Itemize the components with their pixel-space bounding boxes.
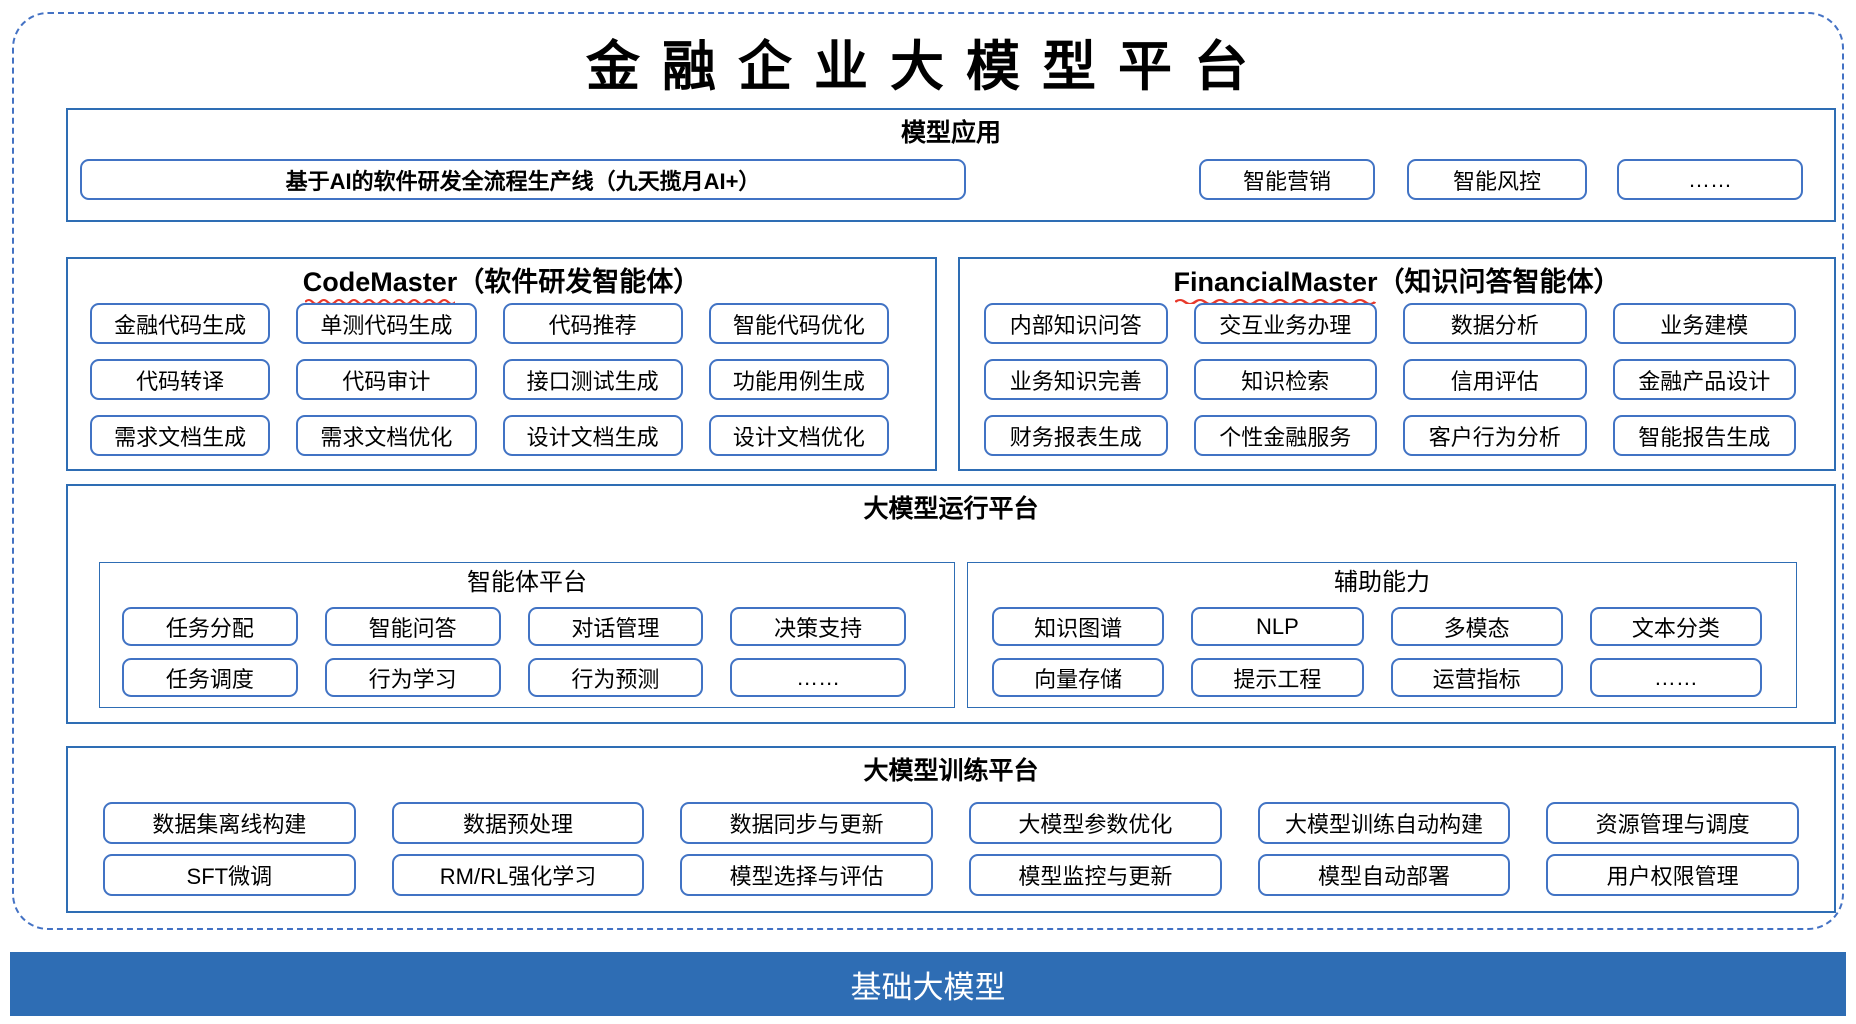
codemaster-capability-grid: 金融代码生成 单测代码生成 代码推荐 智能代码优化 代码转译 代码审计 接口测试… <box>90 303 889 456</box>
chip-ai-software-pipeline: 基于AI的软件研发全流程生产线（九天揽月AI+） <box>80 159 966 200</box>
chip-capability: 需求文档优化 <box>296 415 477 456</box>
chip-capability: 提示工程 <box>1191 658 1364 697</box>
chip-capability: 知识图谱 <box>992 607 1165 646</box>
section-financialmaster: FinancialMaster（知识问答智能体） 内部知识问答 交互业务办理 数… <box>958 257 1836 471</box>
chip-capability: SFT微调 <box>103 854 356 896</box>
chip-capability: 代码推荐 <box>502 303 683 344</box>
section-codemaster-title: CodeMaster（软件研发智能体） <box>68 265 935 304</box>
chip-capability: 决策支持 <box>730 607 906 646</box>
chip-capability: 接口测试生成 <box>502 359 683 400</box>
subsection-agent-platform: 智能体平台 任务分配 智能问答 对话管理 决策支持 任务调度 行为学习 行为预测… <box>99 562 955 708</box>
agent-platform-grid: 任务分配 智能问答 对话管理 决策支持 任务调度 行为学习 行为预测 …… <box>122 607 906 697</box>
subsection-auxiliary-capabilities: 辅助能力 知识图谱 NLP 多模态 文本分类 向量存储 提示工程 运营指标 …… <box>967 562 1797 708</box>
chip-smart-marketing: 智能营销 <box>1199 159 1375 200</box>
chip-capability: 知识检索 <box>1193 359 1377 400</box>
chip-capability: 客户行为分析 <box>1403 415 1587 456</box>
chip-capability: 业务知识完善 <box>984 359 1168 400</box>
platform-dashed-border <box>12 12 1844 930</box>
chip-capability: 模型监控与更新 <box>969 854 1222 896</box>
chip-capability: RM/RL强化学习 <box>391 854 645 896</box>
chip-more-apps: …… <box>1617 159 1803 200</box>
chip-capability: 行为预测 <box>527 658 704 697</box>
chip-capability: 大模型训练自动构建 <box>1257 802 1511 844</box>
financialmaster-capability-grid: 内部知识问答 交互业务办理 数据分析 业务建模 业务知识完善 知识检索 信用评估… <box>984 303 1796 456</box>
chip-capability: 模型选择与评估 <box>680 854 933 896</box>
chip-capability: 交互业务办理 <box>1193 303 1377 344</box>
chip-capability: NLP <box>1191 607 1364 646</box>
chip-smart-risk-control: 智能风控 <box>1407 159 1587 200</box>
chip-capability: 数据分析 <box>1403 303 1587 344</box>
chip-capability: 模型自动部署 <box>1257 854 1511 896</box>
chip-capability: 向量存储 <box>992 658 1165 697</box>
chip-capability: 金融代码生成 <box>90 303 271 344</box>
auxiliary-capabilities-grid: 知识图谱 NLP 多模态 文本分类 向量存储 提示工程 运营指标 …… <box>992 607 1762 697</box>
foundation-model-label: 基础大模型 <box>850 969 1006 1005</box>
chip-capability: 财务报表生成 <box>984 415 1168 456</box>
chip-capability: 需求文档生成 <box>90 415 271 456</box>
chip-capability: 单测代码生成 <box>296 303 477 344</box>
section-model-applications-title: 模型应用 <box>900 119 1001 147</box>
chip-capability: 数据同步与更新 <box>680 802 933 844</box>
chip-capability: 内部知识问答 <box>984 303 1168 344</box>
chip-capability: 智能问答 <box>324 607 501 646</box>
chip-capability: 用户权限管理 <box>1546 854 1799 896</box>
chip-capability: 多模态 <box>1390 607 1563 646</box>
chip-capability: 运营指标 <box>1390 658 1563 697</box>
chip-capability: 信用评估 <box>1403 359 1587 400</box>
chip-capability: 文本分类 <box>1589 607 1762 646</box>
chip-capability: …… <box>1589 658 1762 697</box>
codemaster-subtitle: （软件研发智能体） <box>457 267 701 297</box>
chip-capability: 代码审计 <box>296 359 477 400</box>
chip-capability: 个性金融服务 <box>1193 415 1377 456</box>
foundation-model-bar: 基础大模型 <box>10 952 1846 1016</box>
chip-capability: 金融产品设计 <box>1612 359 1796 400</box>
chip-capability: 智能报告生成 <box>1612 415 1796 456</box>
page-title: 金融企业大模型平台 <box>586 34 1270 98</box>
codemaster-name: CodeMaster <box>303 265 457 304</box>
chip-capability: 任务分配 <box>122 607 298 646</box>
chip-capability: 大模型参数优化 <box>969 802 1222 844</box>
section-training-platform: 大模型训练平台 数据集离线构建 数据预处理 数据同步与更新 大模型参数优化 大模… <box>66 746 1836 913</box>
section-training-platform-title: 大模型训练平台 <box>863 757 1039 785</box>
chip-capability: 任务调度 <box>122 658 298 697</box>
financialmaster-name: FinancialMaster <box>1173 265 1378 304</box>
chip-capability: 数据集离线构建 <box>103 802 356 844</box>
chip-capability: 设计文档生成 <box>502 415 683 456</box>
subsection-agent-platform-title: 智能体平台 <box>467 569 587 596</box>
section-model-applications: 模型应用 基于AI的软件研发全流程生产线（九天揽月AI+） 智能营销 智能风控 … <box>66 108 1836 222</box>
chip-capability: 功能用例生成 <box>708 359 889 400</box>
chip-capability: 智能代码优化 <box>708 303 889 344</box>
chip-capability: 数据预处理 <box>391 802 645 844</box>
chip-capability: 代码转译 <box>90 359 271 400</box>
chip-capability: 资源管理与调度 <box>1546 802 1799 844</box>
chip-capability: 业务建模 <box>1612 303 1796 344</box>
section-runtime-platform-title: 大模型运行平台 <box>863 495 1039 523</box>
chip-capability: 对话管理 <box>527 607 704 646</box>
chip-capability: 行为学习 <box>324 658 501 697</box>
financialmaster-subtitle: （知识问答智能体） <box>1377 267 1621 297</box>
chip-capability: …… <box>730 658 906 697</box>
section-financialmaster-title: FinancialMaster（知识问答智能体） <box>960 265 1834 304</box>
training-platform-grid: 数据集离线构建 数据预处理 数据同步与更新 大模型参数优化 大模型训练自动构建 … <box>103 802 1799 896</box>
chip-capability: 设计文档优化 <box>708 415 889 456</box>
subsection-auxiliary-capabilities-title: 辅助能力 <box>1334 569 1430 596</box>
section-codemaster: CodeMaster（软件研发智能体） 金融代码生成 单测代码生成 代码推荐 智… <box>66 257 937 471</box>
section-runtime-platform: 大模型运行平台 智能体平台 任务分配 智能问答 对话管理 决策支持 任务调度 行… <box>66 484 1836 724</box>
